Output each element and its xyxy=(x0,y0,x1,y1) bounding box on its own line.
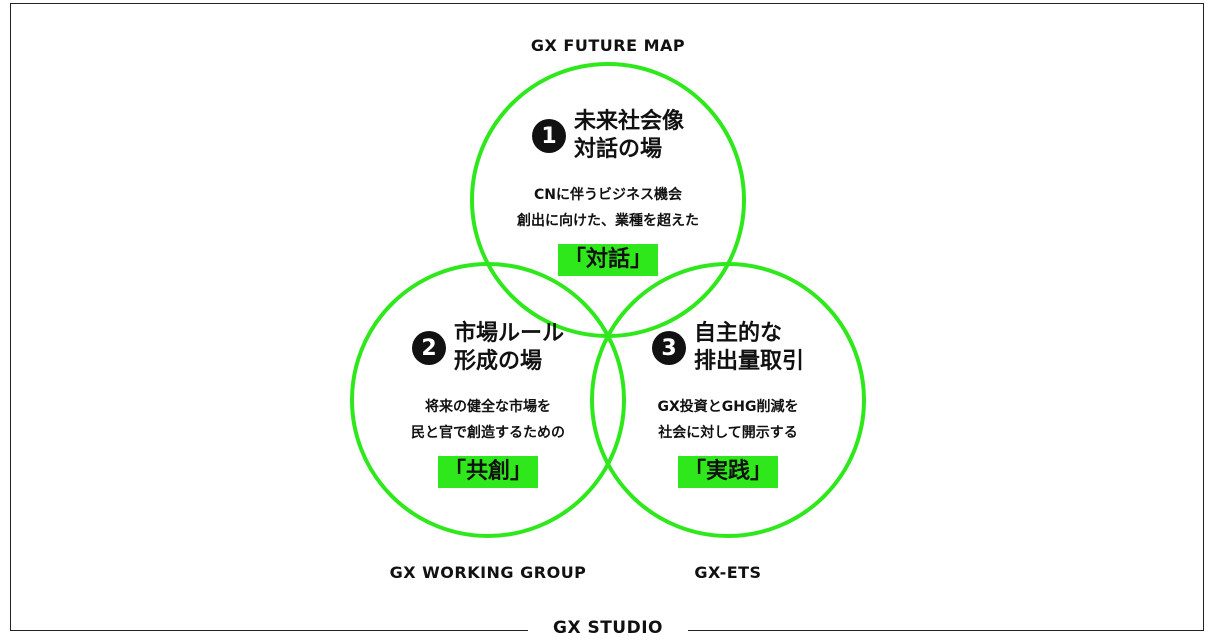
tag-working-group: 「共創」 xyxy=(437,456,538,488)
title-line: 対話の場 xyxy=(573,137,662,162)
block-working-group: 2 市場ルール 形成の場 将来の健全な市場を 民と官で創造するための 「共創」 xyxy=(358,320,618,488)
tag-gx-ets: 「実践」 xyxy=(677,456,778,488)
title-gx-ets: 自主的な 排出量取引 xyxy=(694,320,804,376)
title-line: 市場ルール xyxy=(453,321,564,346)
circle-gx-ets xyxy=(590,262,866,538)
footer-gap xyxy=(528,622,688,642)
title-line: 形成の場 xyxy=(453,349,542,374)
title-line: 未来社会像 xyxy=(573,109,684,134)
desc-line: 将来の健全な市場を xyxy=(425,399,551,415)
circle-working-group xyxy=(350,262,626,538)
label-gx-ets: GX-ETS xyxy=(694,563,762,582)
title-line: 排出量取引 xyxy=(693,349,804,374)
title-working-group: 市場ルール 形成の場 xyxy=(454,320,564,376)
title-future-map: 未来社会像 対話の場 xyxy=(574,108,684,164)
desc-line: GX投資とGHG削減を xyxy=(657,399,799,415)
label-future-map: GX FUTURE MAP xyxy=(530,36,686,55)
desc-working-group: 将来の健全な市場を 民と官で創造するための xyxy=(358,394,618,446)
heading-future-map: 1 未来社会像 対話の場 xyxy=(478,108,738,164)
number-badge-3: 3 xyxy=(651,331,686,365)
desc-line: 社会に対して開示する xyxy=(658,425,798,441)
desc-line: 創出に向けた、業種を超えた xyxy=(517,213,699,229)
outer-label: GX STUDIO xyxy=(552,618,663,638)
number-badge-2: 2 xyxy=(411,331,446,365)
desc-line: CNに伴うビジネス機会 xyxy=(534,187,682,203)
block-gx-ets: 3 自主的な 排出量取引 GX投資とGHG削減を 社会に対して開示する 「実践」 xyxy=(598,320,858,488)
heading-working-group: 2 市場ルール 形成の場 xyxy=(358,320,618,376)
desc-line: 民と官で創造するための xyxy=(411,425,565,441)
number-badge-1: 1 xyxy=(531,119,566,153)
desc-future-map: CNに伴うビジネス機会 創出に向けた、業種を超えた xyxy=(478,182,738,234)
label-working-group: GX WORKING GROUP xyxy=(389,563,587,582)
title-line: 自主的な xyxy=(693,321,782,346)
block-future-map: 1 未来社会像 対話の場 CNに伴うビジネス機会 創出に向けた、業種を超えた 「… xyxy=(478,108,738,276)
desc-gx-ets: GX投資とGHG削減を 社会に対して開示する xyxy=(598,394,858,446)
tag-future-map: 「対話」 xyxy=(557,244,658,276)
heading-gx-ets: 3 自主的な 排出量取引 xyxy=(598,320,858,376)
